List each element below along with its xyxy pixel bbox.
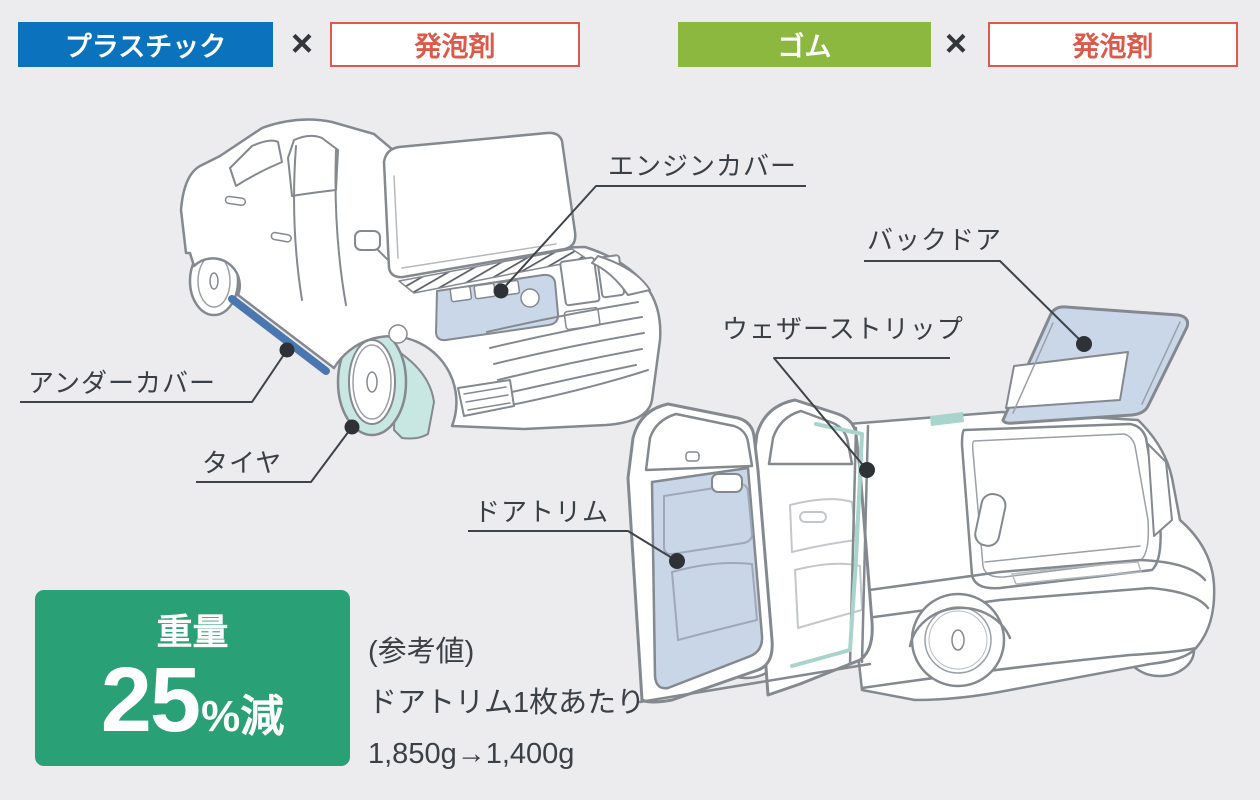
label-tire: タイヤ: [202, 448, 283, 478]
weight-badge-value: 25: [100, 648, 201, 751]
material-chip-plastic: プラスチック: [18, 22, 273, 67]
material-chip-plastic-label: プラスチック: [64, 32, 227, 62]
additive-chip-right: 発泡剤: [988, 22, 1238, 67]
hatchback-rear-wheel: [908, 592, 1012, 688]
label-engine-cover: エンジンカバー: [608, 151, 798, 181]
back-door-leader: [864, 260, 1085, 345]
back-door-dot: [1076, 336, 1092, 352]
sedan-open-hood: [382, 131, 577, 279]
hatchback-sill: [638, 662, 872, 704]
label-back-door: バックドア: [867, 225, 1003, 255]
leader-lines: [20, 185, 1085, 562]
additive-chip-right-label: 発泡剤: [1072, 32, 1154, 62]
door-trim-dot: [669, 553, 685, 569]
reference-note-line3: 1,850g→1,400g: [368, 738, 575, 770]
engine-cover-leader: [500, 185, 806, 292]
door-trim-leader: [468, 530, 678, 562]
label-door-trim: ドアトリム: [474, 497, 610, 527]
material-chip-rubber-label: ゴム: [777, 32, 832, 62]
tire-highlight: [336, 327, 435, 440]
additive-chip-left-label: 発泡剤: [414, 32, 496, 62]
material-chip-rubber: ゴム: [678, 22, 931, 67]
engine-cover-dot: [493, 283, 509, 299]
additive-chip-left: 発泡剤: [330, 22, 580, 67]
hatchback-rear-bumper: [850, 558, 1210, 690]
weight-badge-unit: %減: [201, 691, 285, 741]
hatch-opening: [960, 422, 1162, 590]
hatchback-quarter-window: [1147, 443, 1173, 537]
label-under-cover: アンダーカバー: [28, 368, 216, 398]
sedan-cabin-details: [224, 134, 389, 306]
leader-dots: [279, 283, 1092, 569]
roof-weather-strip: [930, 412, 964, 426]
times-separator-left: ×: [290, 23, 314, 65]
tire-dot: [344, 419, 360, 435]
hatchback-illustration: [626, 305, 1216, 704]
sedan-front-grille: [388, 255, 651, 417]
sedan-illustration: [179, 118, 662, 440]
weight-badge-title: 重量: [156, 611, 229, 653]
weight-reduction-badge: 重量 25 %減: [35, 590, 350, 766]
reference-note-line1: (参考値): [368, 636, 475, 668]
tire-leader: [196, 426, 353, 483]
reference-note-line2: ドアトリム1枚あたり: [368, 687, 646, 719]
hatchback-rear-door: [750, 398, 874, 697]
reference-note: (参考値) ドアトリム1枚あたり 1,850g→1,400g: [368, 627, 645, 780]
times-separator-right: ×: [944, 23, 968, 65]
label-weather-strip: ウェザーストリップ: [722, 314, 964, 344]
under-cover-highlight: [228, 295, 330, 375]
back-door-highlight: [1001, 305, 1190, 425]
under-cover-dot: [279, 342, 295, 358]
hatchback-front-door: [626, 402, 774, 704]
under-cover-leader: [20, 349, 288, 403]
weather-strip-dot: [859, 462, 875, 478]
door-trim-highlight: [650, 466, 764, 690]
weight-badge-value-row: 25 %減: [101, 654, 284, 746]
weather-strip-leader: [773, 357, 950, 471]
